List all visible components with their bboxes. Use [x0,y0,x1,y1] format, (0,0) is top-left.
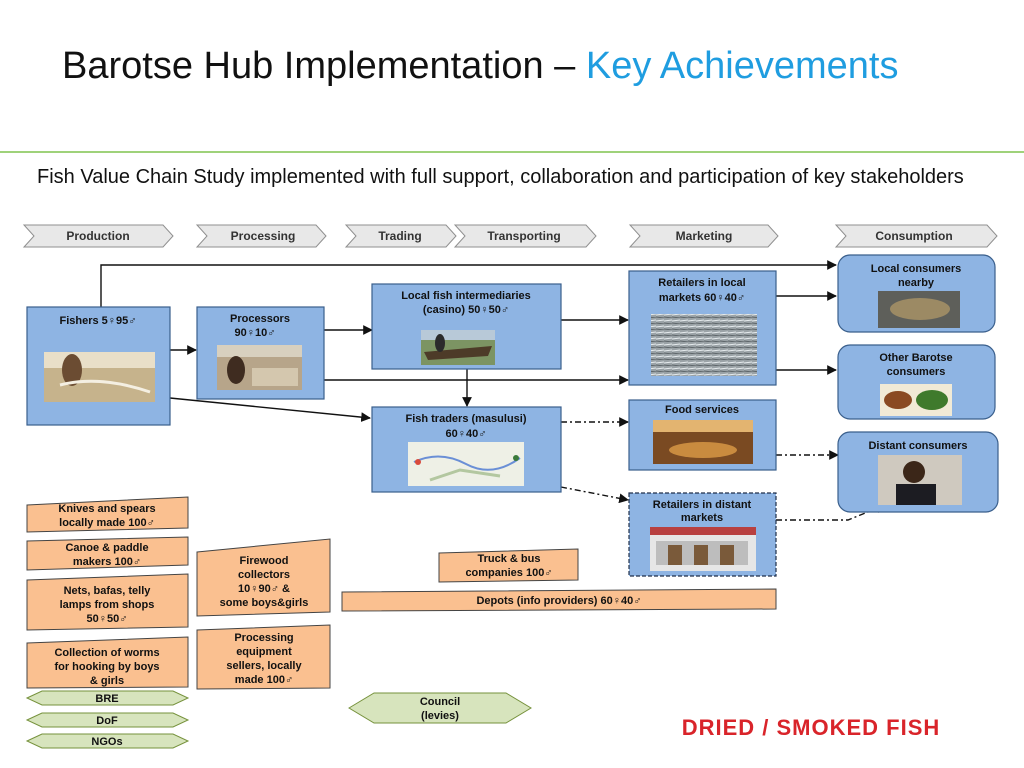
support-label-line: Collection of worms [54,647,159,659]
arrow-fishers-to-traders [169,397,371,422]
node-label: Food services [665,404,739,416]
stage-processing: Processing [195,224,327,248]
stage-label: Production [66,229,129,243]
support-label-line: Firewood [240,555,289,567]
support-label-line: some boys&girls [220,597,309,609]
support-processing-equipment: Processing equipment sellers, locally ma… [196,624,331,690]
institution-label: DoF [96,715,118,727]
support-nets: Nets, bafas, telly lamps from shops 50♀5… [26,573,189,631]
arrow-traders-to-retailers-distant [560,486,629,504]
stage-label: Marketing [676,229,733,243]
slide-subtitle: Fish Value Chain Study implemented with … [37,166,964,188]
support-label: Depots (info providers) 60♀40♂ [476,595,641,607]
node-label-line: 90♀10♂ [235,327,276,339]
fishers-photo [44,352,155,402]
meal-photo [880,384,952,416]
institution-label-line: Council [420,696,460,708]
restaurant-photo [653,420,753,464]
support-label-line: lamps from shops [60,599,155,611]
title-main: Barotse Hub Implementation – [62,45,586,87]
institution-council: Council (levies) [348,692,532,724]
support-worms: Collection of worms for hooking by boys … [26,636,189,689]
node-distant-consumers: Distant consumers [837,431,999,513]
stage-label: Transporting [487,229,560,243]
support-knives: Knives and spears locally made 100♂ [26,496,189,533]
node-label-line: markets 60♀40♂ [659,292,745,304]
node-retailers-distant: Retailers in distant markets [628,492,777,577]
support-label-line: collectors [238,569,290,581]
support-label-line: makers 100♂ [73,556,141,568]
market-building-photo [650,527,756,571]
support-label-line: Knives and spears [58,503,155,515]
node-label-line: nearby [898,277,935,289]
node-label-line: Local fish intermediaries [401,290,531,302]
node-label-line: markets [681,512,723,524]
cooked-fish-photo [878,291,960,328]
support-label-line: 50♀50♂ [87,613,128,625]
flow-arrows [100,260,886,521]
arrow-fishers-to-local-consumers [100,260,837,307]
node-label-line: (casino) 50♀50♂ [423,304,509,316]
institution-label-line: (levies) [421,710,459,722]
institution-ngos: NGOs [25,733,190,749]
node-label-line: 60♀40♂ [446,428,487,440]
intermediaries-photo [421,330,495,365]
support-canoe: Canoe & paddle makers 100♂ [26,536,189,571]
node-label-line: consumers [887,366,946,378]
node-processors: Processors 90♀10♂ [196,306,325,400]
node-label-line: Processors [230,313,290,325]
node-label-line: Other Barotse [879,352,952,364]
institution-bre: BRE [25,690,190,706]
node-other-barotse: Other Barotse consumers [837,344,996,420]
node-label-line: Retailers in local [658,277,745,289]
support-label-line: Nets, bafas, telly [64,585,152,597]
support-label-line: sellers, locally [226,660,302,672]
stage-trading: Trading [344,224,457,248]
support-depots: Depots (info providers) 60♀40♂ [341,588,777,612]
support-label-line: for hooking by boys [54,661,159,673]
institution-label: NGOs [91,736,122,748]
support-label-line: Canoe & paddle [65,542,148,554]
support-label-line: 10♀90♂ & [238,583,290,595]
node-label: Fishers 5♀95♂ [59,315,136,327]
stage-chevrons: Production Processing Trading Transporti… [22,224,998,248]
title-divider [0,151,1024,153]
route-map-image [408,442,524,486]
support-label-line: companies 100♂ [465,567,552,579]
person-eating-photo [878,455,962,505]
support-label-line: Truck & bus [478,553,541,565]
node-food-services: Food services [628,399,777,471]
stage-consumption: Consumption [834,224,998,248]
node-label-line: Retailers in distant [653,499,752,511]
dried-fish-photo [651,314,757,376]
slide-title: Barotse Hub Implementation – Key Achieve… [62,44,962,88]
institution-label: BRE [95,693,118,705]
node-label: Distant consumers [868,440,967,452]
node-fishers: Fishers 5♀95♂ [26,306,171,426]
institution-dof: DoF [25,712,190,728]
stage-label: Trading [378,229,421,243]
node-retailers-local: Retailers in local markets 60♀40♂ [628,270,777,386]
support-label-line: Processing [234,632,293,644]
support-firewood: Firewood collectors 10♀90♂ & some boys&g… [196,538,331,617]
support-label-line: locally made 100♂ [59,517,155,529]
node-fish-traders: Fish traders (masulusi) 60♀40♂ [371,406,562,493]
processors-photo [217,345,302,390]
node-label-line: Local consumers [871,263,961,275]
support-truck-bus: Truck & bus companies 100♂ [438,548,579,583]
stage-label: Consumption [875,229,952,243]
node-local-intermediaries: Local fish intermediaries (casino) 50♀50… [371,283,562,370]
stage-production: Production [22,224,174,248]
stage-transporting: Transporting [453,224,597,248]
support-label-line: equipment [236,646,292,658]
title-accent: Key Achievements [585,45,899,87]
node-label-line: Fish traders (masulusi) [405,413,526,425]
stage-marketing: Marketing [628,224,779,248]
support-label-line: made 100♂ [235,674,293,686]
stage-label: Processing [231,229,296,243]
support-label-line: & girls [90,675,124,687]
product-label: DRIED / SMOKED FISH [682,715,941,740]
node-local-consumers: Local consumers nearby [837,254,996,333]
